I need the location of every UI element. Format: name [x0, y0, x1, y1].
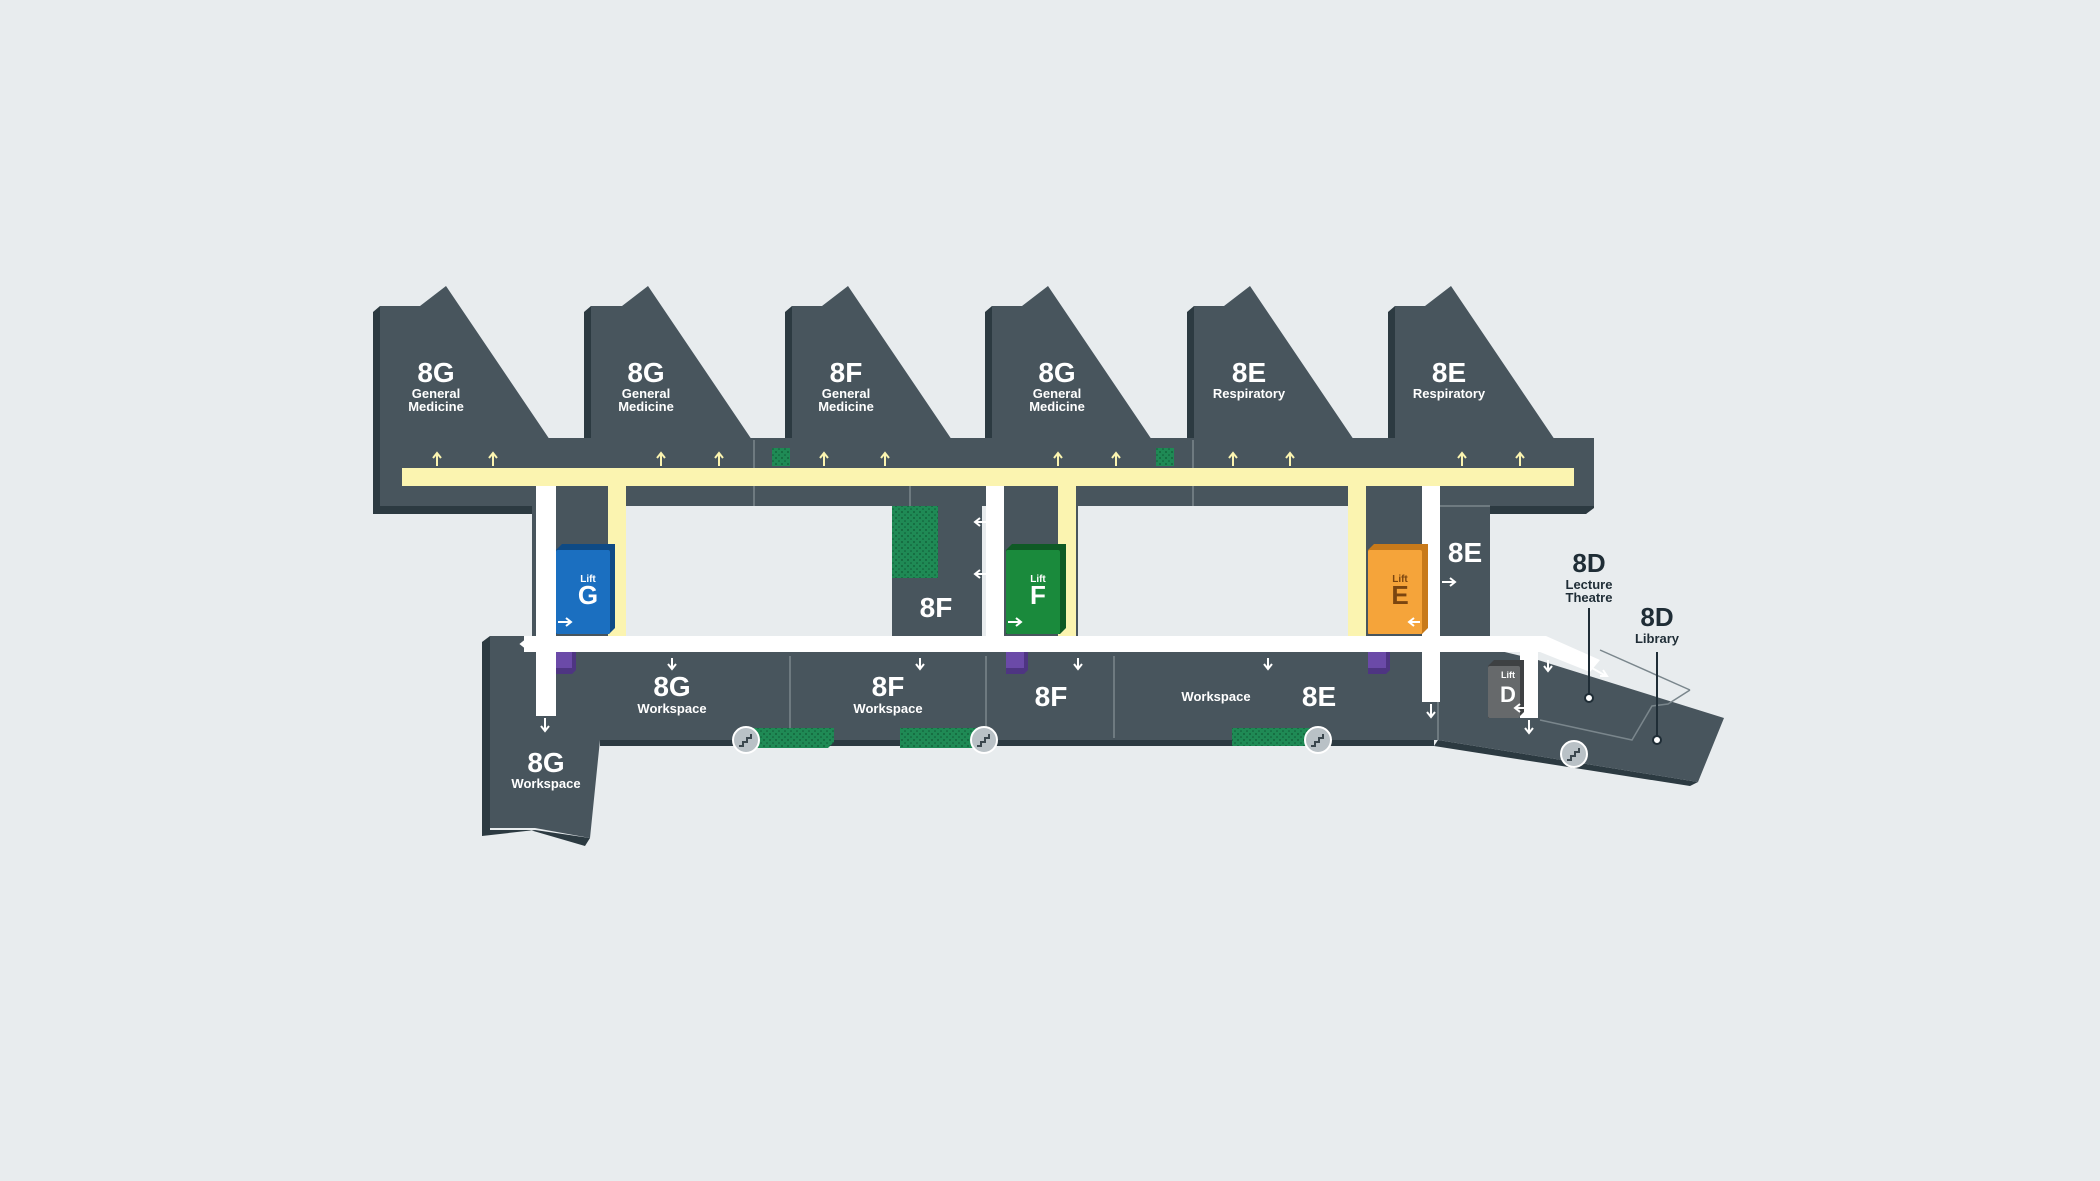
purple-cube-icon [556, 652, 1390, 674]
lift-e-label: Lift [1392, 574, 1408, 585]
pin-lecture-theatre[interactable] [1584, 608, 1594, 703]
pin-label-library: 8D Library [1635, 602, 1680, 646]
lift-g-label: Lift [580, 574, 596, 585]
ward-label: 8E Respiratory [1213, 357, 1286, 401]
lift-e-letter: E [1391, 580, 1408, 610]
workspace-name: Workspace [1181, 689, 1250, 704]
workspace-code: 8G [527, 747, 564, 778]
lift-f-letter: F [1030, 580, 1046, 610]
secondary-corridor [524, 486, 1600, 718]
ward-code: 8G [417, 357, 454, 388]
ward-name: Medicine [1029, 399, 1085, 414]
ward-label: 8G General Medicine [1029, 357, 1085, 414]
workspace-name: Workspace [853, 701, 922, 716]
ward-name: General [822, 386, 870, 401]
ward-code: 8E [1232, 357, 1266, 388]
ward-name: General [1033, 386, 1081, 401]
workspace-code: 8F [872, 671, 905, 702]
pin-code: 8D [1640, 602, 1673, 632]
lift-d-letter: D [1500, 682, 1516, 707]
lift-e[interactable]: Lift E [1368, 544, 1428, 634]
stairs-icon[interactable] [732, 726, 1588, 768]
lift-d-label: Lift [1501, 670, 1515, 680]
workspace-label: 8G Workspace [637, 671, 706, 716]
ward-name: Medicine [818, 399, 874, 414]
pin-name: Library [1635, 631, 1680, 646]
workspace-code: 8E [1302, 681, 1336, 712]
workspace-label: 8G Workspace [511, 747, 580, 791]
ward-name: Respiratory [1413, 386, 1486, 401]
workspace-label: 8F Workspace [853, 671, 922, 716]
ward-label: 8G General Medicine [618, 357, 674, 414]
ward-name: Respiratory [1213, 386, 1286, 401]
workspace-label: 8E Workspace [1181, 681, 1336, 712]
workspace-name: Workspace [511, 776, 580, 791]
ward-code: 8G [1038, 357, 1075, 388]
pin-name: Theatre [1566, 590, 1613, 605]
ward-name: Medicine [618, 399, 674, 414]
greenery [748, 448, 1310, 748]
ward-code: 8E [1432, 357, 1466, 388]
workspace-label: 8F [1035, 681, 1068, 712]
ward-label: 8G General Medicine [408, 357, 464, 414]
room-label-8f: 8F [920, 592, 953, 623]
ward-label: 8F General Medicine [818, 357, 874, 414]
workspace-code: 8G [653, 671, 690, 702]
lift-f[interactable]: Lift F [1006, 544, 1066, 634]
pin-name: Lecture [1566, 577, 1613, 592]
lift-g[interactable]: Lift G [556, 544, 615, 634]
pin-library[interactable] [1652, 652, 1662, 745]
lift-g-letter: G [578, 580, 598, 610]
pin-code: 8D [1572, 548, 1605, 578]
ward-code: 8G [627, 357, 664, 388]
ward-name: General [412, 386, 460, 401]
workspace-code: 8F [1035, 681, 1068, 712]
pin-label-lecture-theatre: 8D Lecture Theatre [1566, 548, 1613, 605]
direction-arrow-icon [432, 451, 1609, 735]
room-label-8e: 8E [1448, 537, 1482, 568]
lift-d[interactable]: Lift D [1488, 660, 1524, 718]
ward-name: Medicine [408, 399, 464, 414]
ward-code: 8F [830, 357, 863, 388]
ward-label: 8E Respiratory [1413, 357, 1486, 401]
ward-name: General [622, 386, 670, 401]
lift-f-label: Lift [1030, 574, 1046, 585]
workspace-name: Workspace [637, 701, 706, 716]
